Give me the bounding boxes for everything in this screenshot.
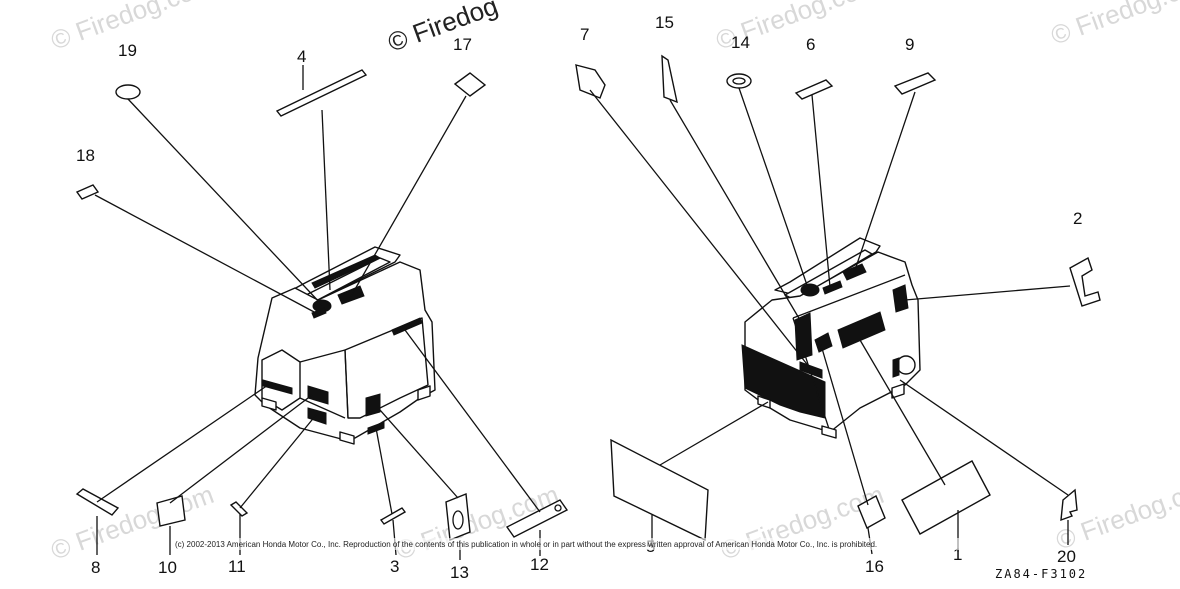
callout-14: 14 — [731, 33, 750, 52]
callout-12: 12 — [530, 555, 549, 574]
callout-7: 7 — [580, 25, 589, 44]
callout-13: 13 — [450, 563, 469, 582]
part-14-washer — [726, 73, 752, 89]
generator-left — [254, 246, 436, 445]
callout-18: 18 — [76, 146, 95, 165]
part-1-panel — [901, 460, 991, 535]
part-11 — [229, 501, 249, 517]
part-6 — [794, 79, 834, 100]
part-20 — [1060, 488, 1078, 522]
part-18 — [75, 184, 100, 200]
part-5-panel — [610, 438, 709, 542]
part-17 — [453, 72, 487, 97]
diagram-code: ZA84-F3102 — [995, 567, 1087, 581]
part-7 — [575, 64, 606, 99]
decal-parts — [75, 54, 1101, 542]
callout-6: 6 — [806, 35, 815, 54]
leader-lines — [94, 65, 1071, 560]
callout-8: 8 — [91, 558, 100, 577]
part-4-strip — [275, 69, 368, 117]
callout-11: 11 — [228, 557, 246, 576]
callout-20: 20 — [1057, 547, 1076, 566]
part-12 — [505, 499, 569, 538]
part-3 — [379, 507, 407, 525]
callout-19: 19 — [118, 41, 137, 60]
part-15 — [661, 54, 678, 104]
callout-3: 3 — [390, 557, 399, 576]
watermark: © Firedog.com — [1047, 0, 1180, 51]
callout-numbers: 19 4 17 18 7 15 14 6 9 2 8 10 11 3 13 12… — [76, 13, 1082, 582]
part-10 — [156, 495, 186, 527]
callout-16: 16 — [865, 557, 884, 576]
watermark: © Firedog.com — [717, 479, 888, 566]
callout-1: 1 — [953, 545, 962, 564]
callout-4: 4 — [297, 47, 306, 66]
callout-15: 15 — [655, 13, 674, 32]
callout-17: 17 — [453, 35, 472, 54]
copyright-notice: (c) 2002-2013 American Honda Motor Co., … — [175, 540, 877, 549]
callout-9: 9 — [905, 35, 914, 54]
part-16 — [857, 495, 886, 529]
generator-right — [741, 237, 921, 439]
part-13 — [445, 493, 471, 541]
callout-10: 10 — [158, 558, 177, 577]
callout-2: 2 — [1073, 209, 1082, 228]
part-2-bracket — [1069, 256, 1101, 307]
part-19-oval — [115, 84, 141, 100]
watermark-center: © Firedog — [384, 0, 502, 58]
part-9 — [893, 72, 937, 95]
watermark: © Firedog.com — [47, 479, 218, 566]
